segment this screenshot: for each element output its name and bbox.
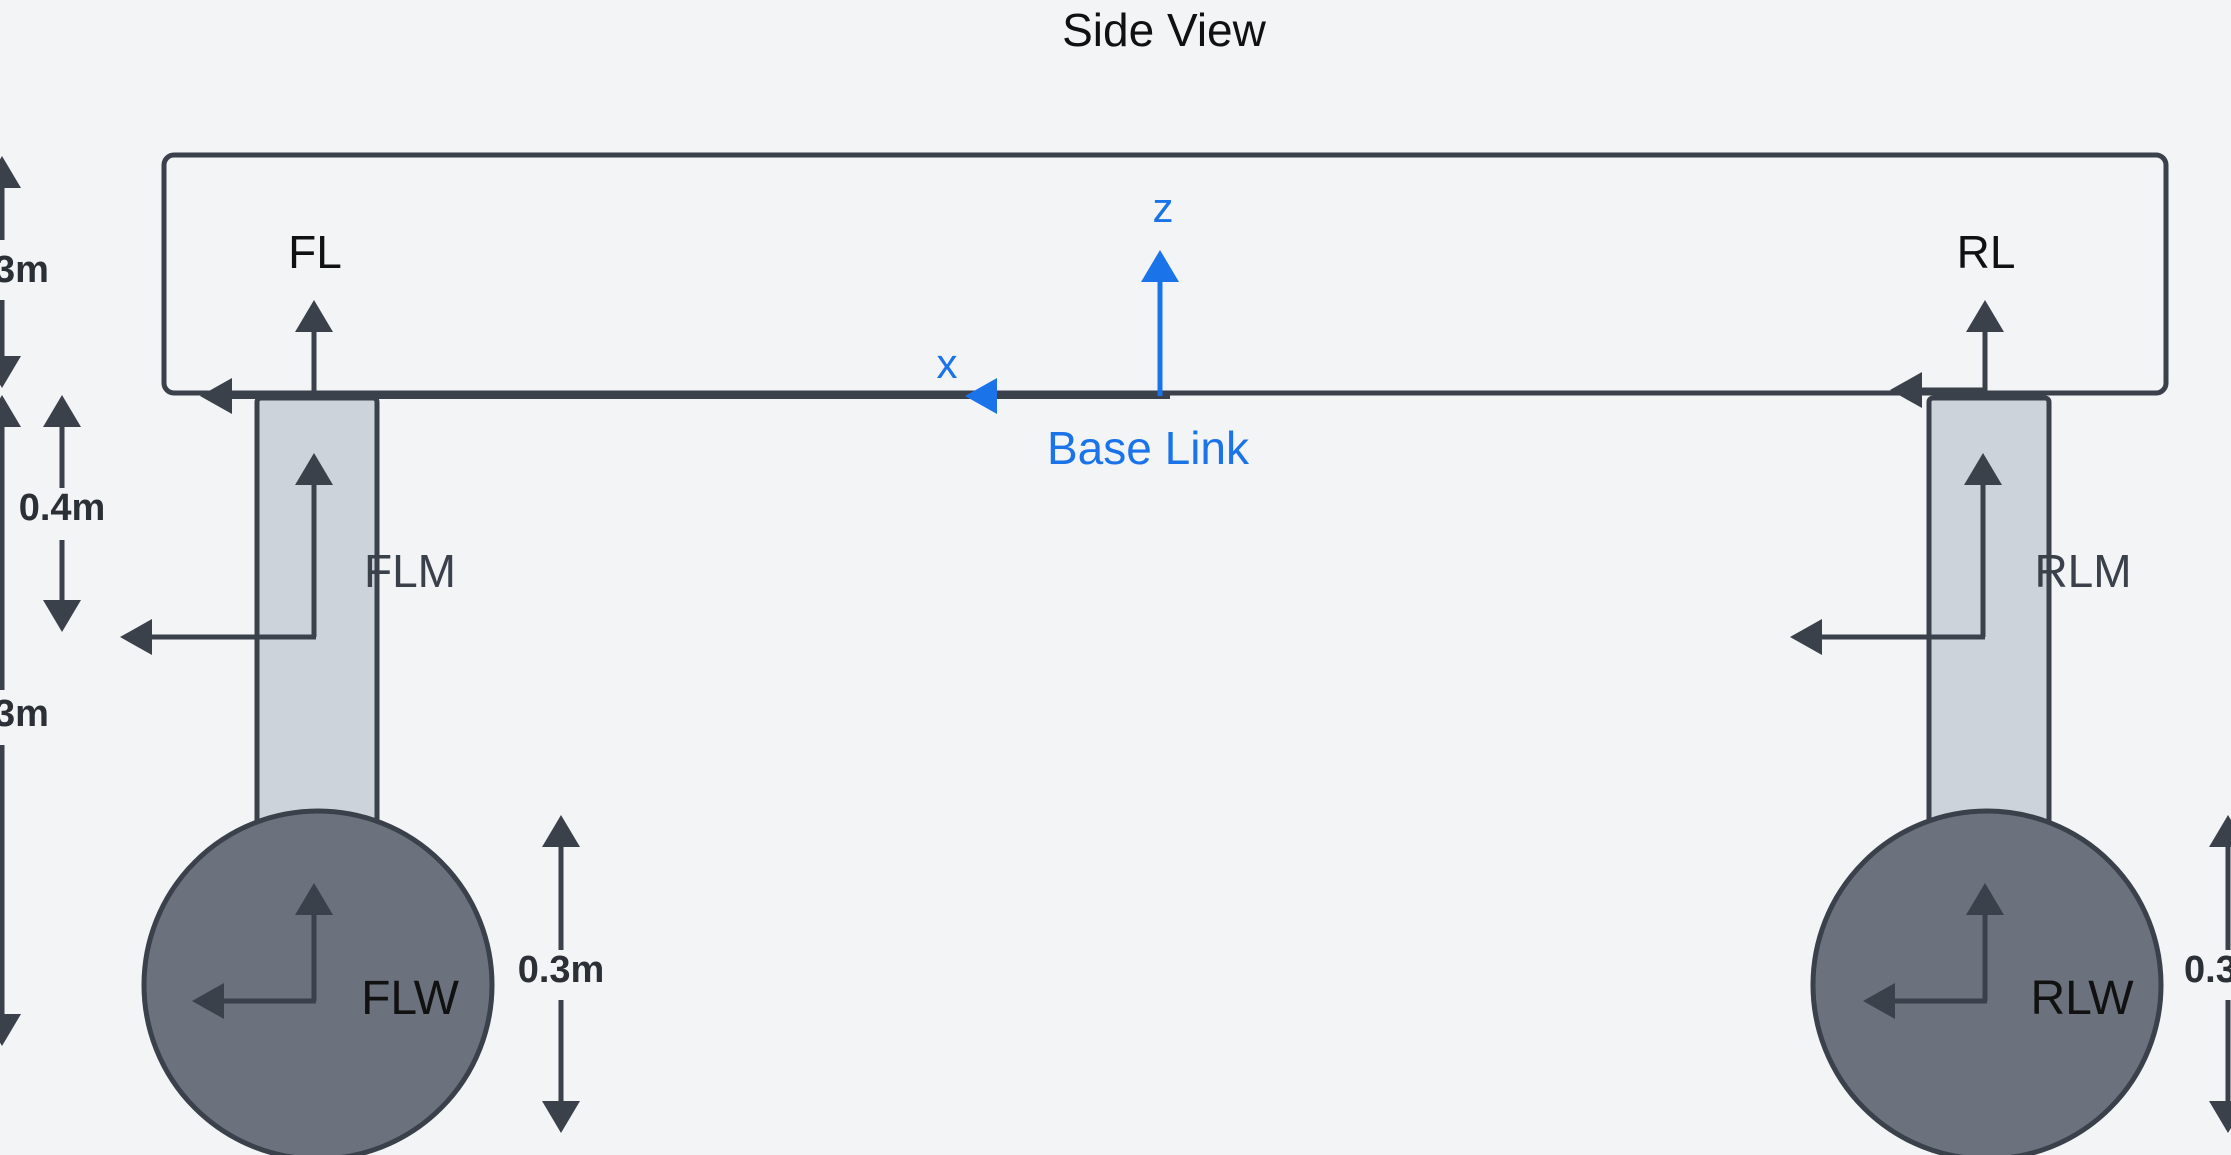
dim-rear-arrow-down-icon (2209, 1101, 2231, 1133)
rl-z-arrow-icon (1966, 300, 2004, 332)
flw-label: FLW (361, 972, 459, 1025)
flm-label: FLM (364, 545, 456, 597)
dim-03-arrow-down-icon (542, 1101, 580, 1133)
rlw-label: RLW (2030, 972, 2134, 1025)
diagram-title: Side View (1062, 4, 1267, 56)
dim-long-left-label: 3m (0, 693, 49, 735)
flm-x-arrow-icon (120, 619, 152, 655)
rl-x-arrow-icon (1890, 372, 1922, 408)
dim-top-left-arrow-down-icon (0, 356, 21, 388)
base-z-arrow-icon (1141, 250, 1179, 282)
base-link-label: Base Link (1047, 422, 1250, 474)
rlw-x-arrow-icon (1863, 983, 1895, 1019)
flm-z-arrow-icon (295, 453, 333, 485)
dim-long-left-arrow-down-icon (0, 1014, 21, 1046)
dim-top-left-label: 3m (0, 249, 49, 291)
dim-long-left-arrow-up-icon (0, 395, 21, 427)
dim-rear-arrow-up-icon (2209, 815, 2231, 847)
dim-03-arrow-up-icon (542, 815, 580, 847)
rlm-label: RLM (2034, 545, 2131, 597)
rl-label: RL (1957, 226, 2016, 278)
fl-z-arrow-icon (295, 300, 333, 332)
dim-top-left-arrow-up-icon (0, 156, 21, 188)
rlm-x-arrow-icon (1790, 619, 1822, 655)
fl-label: FL (288, 226, 342, 278)
rlw-z-arrow-icon (1966, 883, 2004, 915)
base-x-label: x (937, 340, 958, 387)
flw-z-arrow-icon (295, 883, 333, 915)
dim-04-label: 0.4m (19, 487, 106, 529)
dim-04-arrow-down-icon (43, 600, 81, 632)
fl-x-arrow-icon (200, 378, 232, 414)
rlm-z-arrow-icon (1964, 453, 2002, 485)
dim-04-arrow-up-icon (43, 395, 81, 427)
dim-rear-label: 0.3 (2184, 949, 2231, 991)
dim-03-label: 0.3m (518, 949, 605, 991)
front-wheel (141, 808, 495, 1155)
base-z-label: z (1153, 184, 1174, 231)
base-x-arrow-icon (965, 378, 997, 414)
flw-x-arrow-icon (192, 983, 224, 1019)
